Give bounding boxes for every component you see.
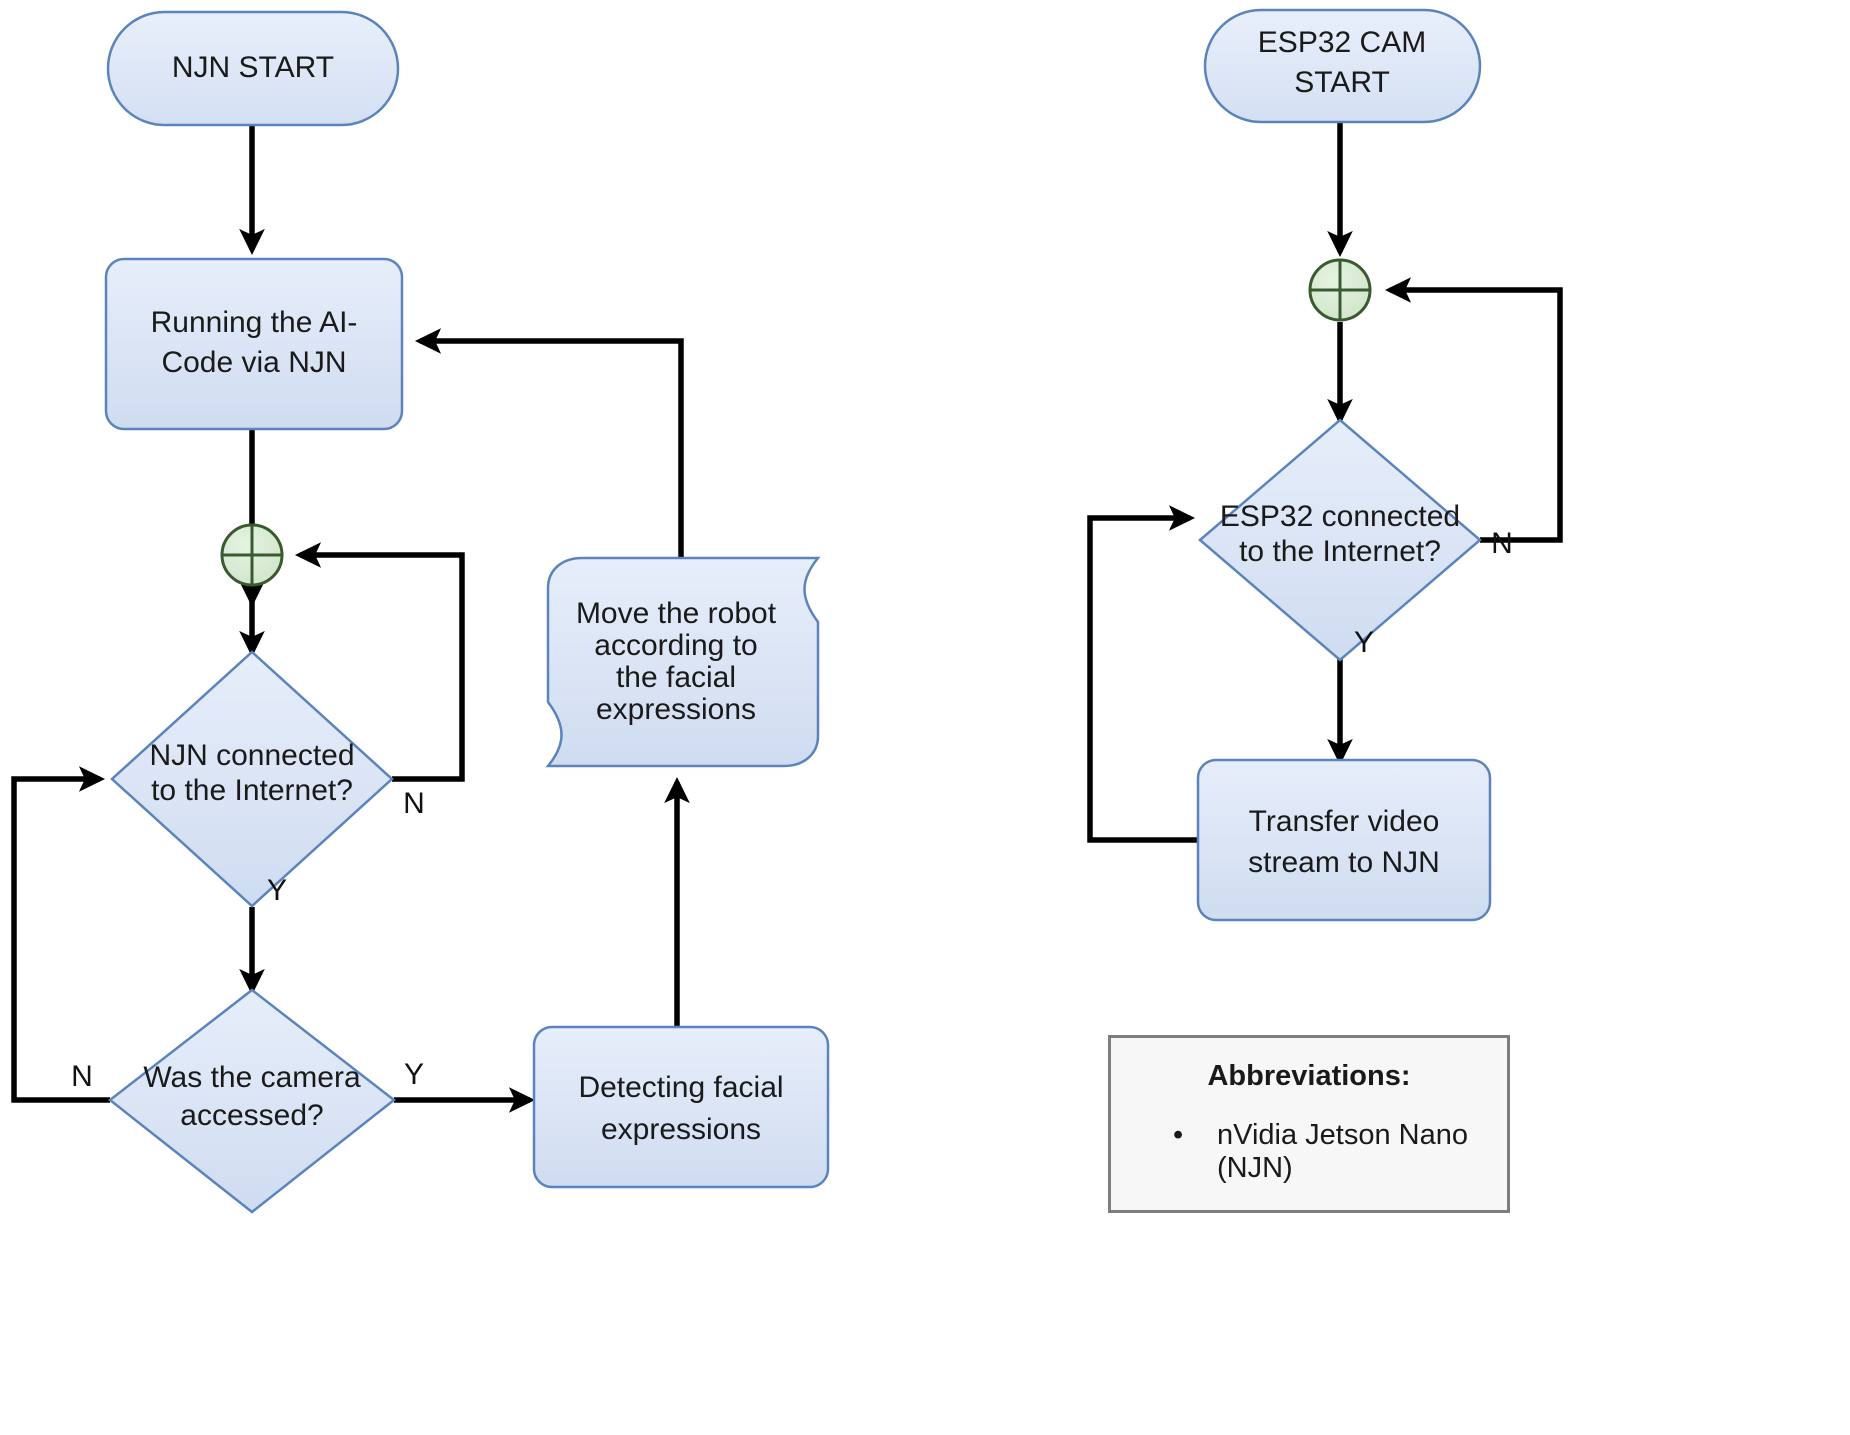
edge-label-njn-internet-yes: Y	[267, 874, 287, 907]
merge-node-right-cross-icon	[1310, 260, 1370, 320]
abbreviations-title: Abbreviations:	[1207, 1060, 1411, 1092]
node-running-ai-code-line1: Running the AI-	[151, 306, 358, 339]
edge-camera-no-loop	[11, 766, 110, 1103]
edge-internet-no-loop	[294, 542, 465, 782]
node-njn-internet-line1: NJN connected	[149, 739, 354, 772]
node-transfer-video-stream[interactable]	[1196, 758, 1492, 922]
edge-label-camera-yes: Y	[404, 1058, 424, 1091]
edge-esp-internet-no-loop	[1384, 277, 1563, 543]
node-njn-start[interactable]	[106, 10, 400, 127]
abbreviations-legend: Abbreviations: • nVidia Jetson Nano (NJN…	[1108, 1035, 1510, 1213]
node-move-robot-line1: Move the robot	[576, 597, 777, 630]
node-move-robot-document[interactable]	[545, 556, 821, 768]
abbreviation-item-text: nVidia Jetson Nano (NJN)	[1217, 1119, 1468, 1184]
node-detect-line2: expressions	[601, 1113, 761, 1146]
edge-move-to-ai	[414, 328, 684, 558]
edge-label-esp32-internet-no: N	[1491, 527, 1513, 560]
bullet-icon: •	[1173, 1119, 1184, 1151]
abbreviation-item: • nVidia Jetson Nano (NJN)	[1173, 1119, 1507, 1185]
node-detect-line1: Detecting facial	[578, 1071, 783, 1104]
node-camera-accessed-decision[interactable]	[107, 988, 397, 1214]
node-njn-internet-decision[interactable]	[110, 650, 394, 908]
abbreviations-list: • nVidia Jetson Nano (NJN)	[1111, 1119, 1507, 1185]
node-camera-accessed-line2: accessed?	[180, 1099, 323, 1132]
node-transfer-line1: Transfer video	[1249, 805, 1440, 838]
node-njn-start-label: NJN START	[172, 51, 334, 84]
node-detect-facial-expressions[interactable]	[532, 1025, 830, 1189]
node-camera-accessed-line1: Was the camera	[143, 1061, 361, 1094]
node-running-ai-code[interactable]	[104, 257, 404, 431]
node-esp32-cam-start-line2: START	[1294, 66, 1390, 99]
edge-label-njn-internet-no: N	[403, 787, 425, 820]
node-njn-internet-line2: to the Internet?	[151, 774, 353, 807]
edge-label-camera-no: N	[71, 1060, 93, 1093]
node-transfer-line2: stream to NJN	[1248, 846, 1440, 879]
node-move-robot-line3: the facial	[616, 661, 736, 694]
node-esp32-cam-start[interactable]	[1203, 8, 1482, 124]
node-esp32-cam-start-line1: ESP32 CAM	[1258, 26, 1426, 59]
node-esp32-internet-line2: to the Internet?	[1239, 535, 1441, 568]
node-esp32-internet-decision[interactable]	[1198, 418, 1482, 662]
edge-transfer-loop	[1087, 505, 1198, 843]
node-move-robot-line4: expressions	[596, 693, 756, 726]
node-running-ai-code-line2: Code via NJN	[161, 346, 346, 379]
node-move-robot-line2: according to	[594, 629, 757, 662]
edge-label-esp32-internet-yes: Y	[1354, 626, 1374, 659]
node-esp32-internet-line1: ESP32 connected	[1220, 500, 1460, 533]
merge-node-left-cross-icon	[222, 525, 282, 585]
